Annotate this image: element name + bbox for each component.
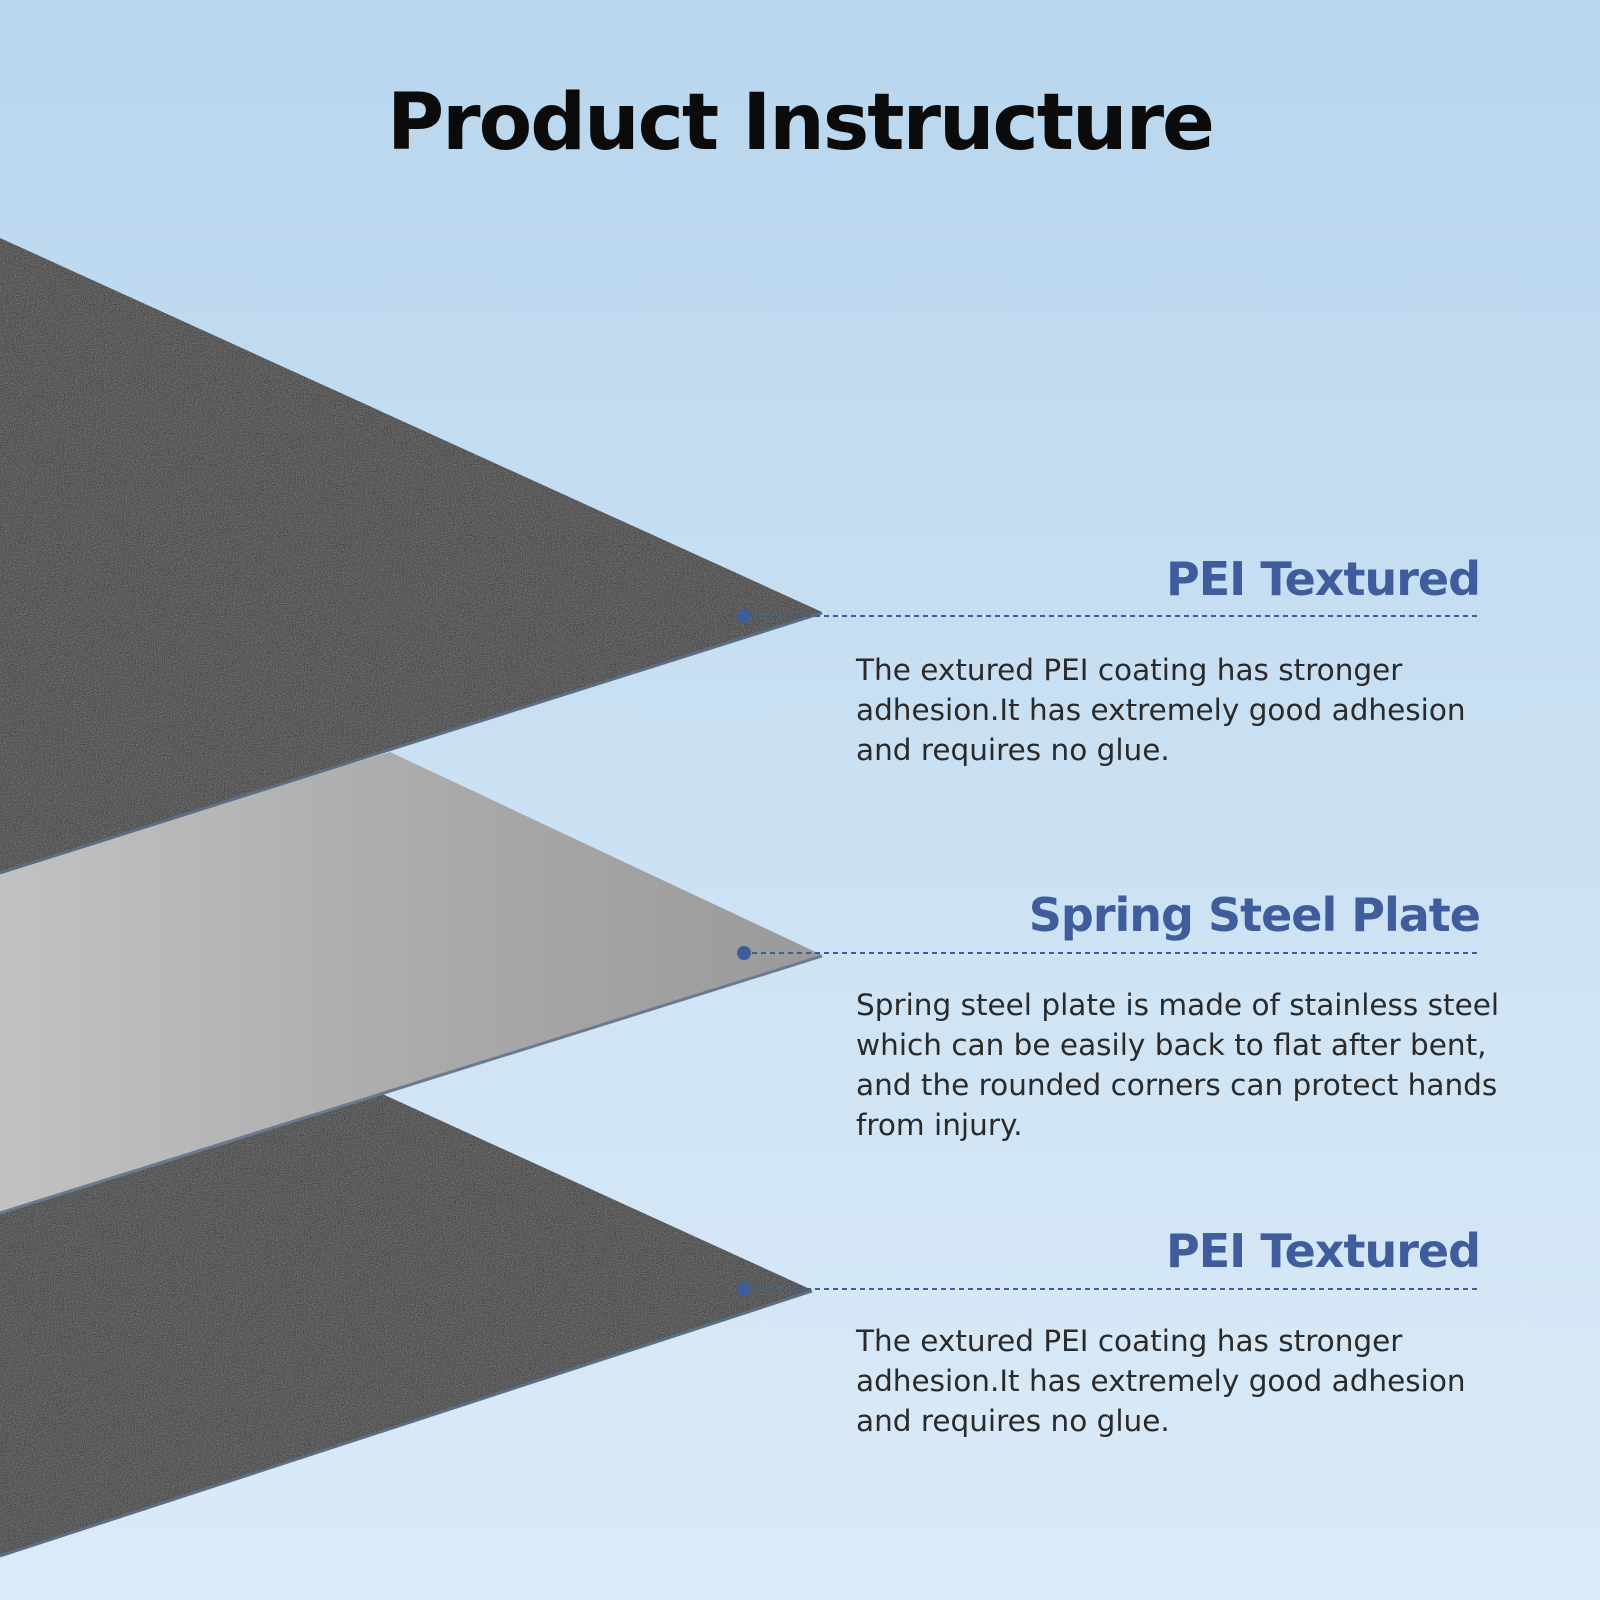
- steel-plate-layer: [0, 752, 822, 1212]
- layer-heading-pei-top: PEI Textured: [1166, 552, 1481, 606]
- layer-heading-spring-steel: Spring Steel Plate: [1028, 888, 1481, 942]
- bottom-pei-layer: [0, 1092, 812, 1555]
- leader-line-1: [737, 609, 1480, 623]
- layer-description-pei-bottom: The extured PEI coating has stronger adh…: [856, 1324, 1466, 1438]
- page-title: Product Instructure: [387, 78, 1215, 168]
- layer-heading-pei-bottom: PEI Textured: [1166, 1224, 1481, 1278]
- leader-line-2: [737, 946, 1480, 960]
- top-pei-layer: [0, 238, 822, 872]
- layer-description-pei-top: The extured PEI coating has stronger adh…: [856, 653, 1466, 767]
- layer-description-spring-steel: Spring steel plate is made of stainless …: [856, 988, 1500, 1142]
- leader-line-3: [737, 1282, 1480, 1296]
